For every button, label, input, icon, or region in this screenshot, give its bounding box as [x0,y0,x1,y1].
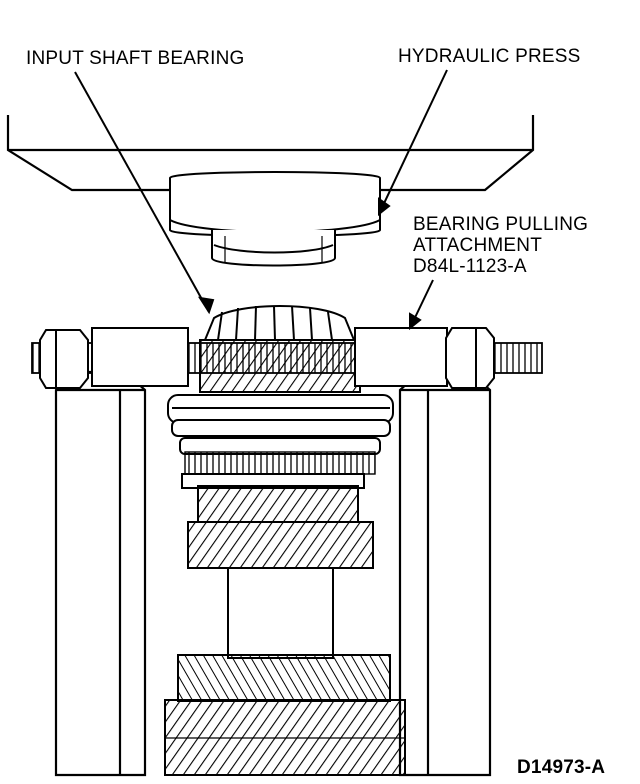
leader-lines [74,69,448,331]
support-block-left [54,370,147,777]
figure-code: D14973-A [517,757,606,778]
attachment-label-line3: D84L-1123-A [413,256,527,277]
press-ram-face [169,171,381,267]
synchronizer-teeth [184,451,376,475]
attachment-label-line2: ATTACHMENT [413,235,543,256]
attachment-label-line1: BEARING PULLING [413,214,589,235]
hydraulic-press-label: HYDRAULIC PRESS [398,46,581,67]
input-shaft-bearing-label: INPUT SHAFT BEARING [26,48,245,69]
bearing-pulling-attachment-label: BEARING PULLING ATTACHMENT D84L-1123-A [413,214,588,277]
bearing-pulling-attachment [31,327,543,389]
support-block-right [398,370,492,777]
gear-stack [164,394,406,776]
